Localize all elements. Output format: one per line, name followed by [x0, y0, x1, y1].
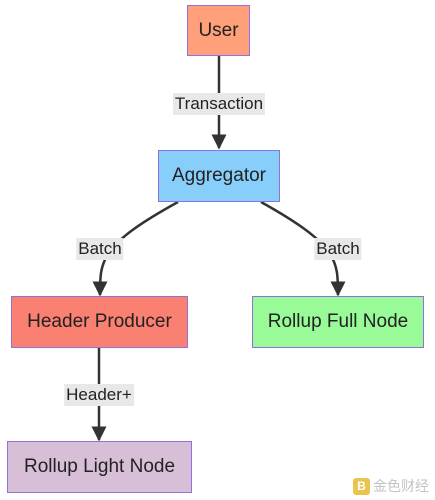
- edge-label-batch-left: Batch: [76, 238, 124, 260]
- node-rollup-full-node: Rollup Full Node: [252, 296, 424, 348]
- watermark: B 金色财经: [353, 476, 429, 496]
- node-user: User: [187, 5, 250, 56]
- edge-label-transaction: Transaction: [172, 93, 266, 115]
- node-rollup-light-node: Rollup Light Node: [7, 441, 192, 493]
- edge-label-batch-right: Batch: [314, 238, 362, 260]
- node-aggregator: Aggregator: [158, 150, 280, 202]
- watermark-logo-icon: B: [353, 477, 370, 495]
- edge-label-header-plus: Header+: [64, 384, 134, 406]
- node-header-producer: Header Producer: [11, 296, 188, 348]
- watermark-text: 金色财经: [373, 478, 429, 494]
